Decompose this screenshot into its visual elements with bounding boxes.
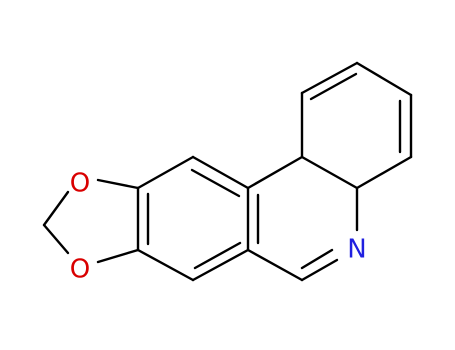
bond <box>136 155 195 190</box>
bond <box>355 61 413 97</box>
bond <box>96 248 140 264</box>
oxygen-atom-label: O <box>70 255 90 285</box>
bonds <box>42 61 413 282</box>
nitrogen-atom-label: N <box>347 235 366 265</box>
bond <box>191 155 250 190</box>
bond-inner <box>193 241 242 270</box>
bond <box>355 155 413 190</box>
bond <box>42 223 70 255</box>
atom-labels: O O N <box>70 169 367 285</box>
bond <box>246 155 304 190</box>
bond <box>300 155 359 190</box>
oxygen-atom-label: O <box>70 169 90 199</box>
bond <box>191 248 250 282</box>
bond <box>136 248 195 282</box>
bond-inner <box>190 168 241 198</box>
bond-inner <box>300 248 334 270</box>
bond <box>246 248 304 282</box>
bond-inner <box>309 72 358 101</box>
bond <box>300 258 339 282</box>
bond <box>42 190 70 227</box>
bond <box>96 178 140 190</box>
bond <box>300 61 359 95</box>
